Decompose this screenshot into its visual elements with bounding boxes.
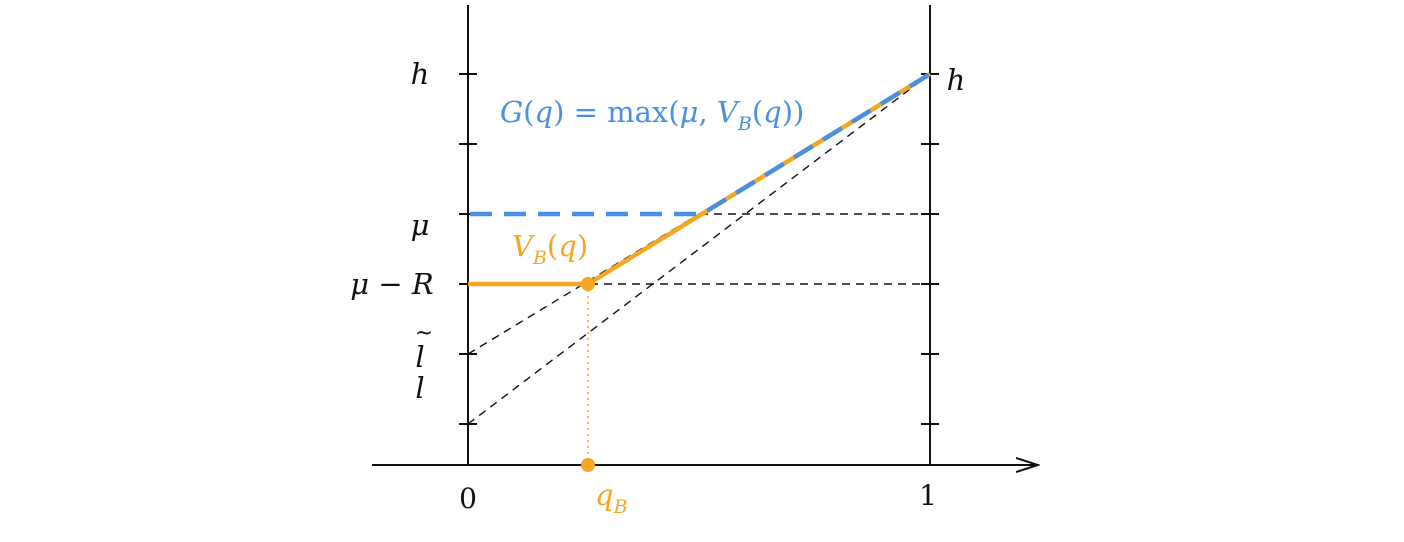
guide-line-from-l	[467, 73, 931, 425]
y-label-l-tilde: l	[415, 340, 424, 374]
g-formula-label: G(q) = max(μ, VB(q))	[500, 95, 804, 135]
y-label-mu-minus-r: μ − R	[350, 267, 433, 301]
qb-axis-point	[581, 458, 595, 472]
x-label-one: 1	[919, 479, 937, 512]
vb-label: VB(q)	[512, 229, 588, 269]
g-curve	[470, 72, 932, 217]
y-label-h: h	[411, 57, 430, 91]
right-label-h: h	[947, 63, 966, 97]
y-label-l-tilde-accent: ~	[415, 321, 433, 346]
x-label-zero: 0	[459, 482, 477, 515]
y-label-mu: μ	[411, 208, 430, 242]
qb-kink-point	[581, 277, 595, 291]
y-label-l: l	[415, 371, 424, 405]
qb-label: qB	[595, 478, 628, 518]
